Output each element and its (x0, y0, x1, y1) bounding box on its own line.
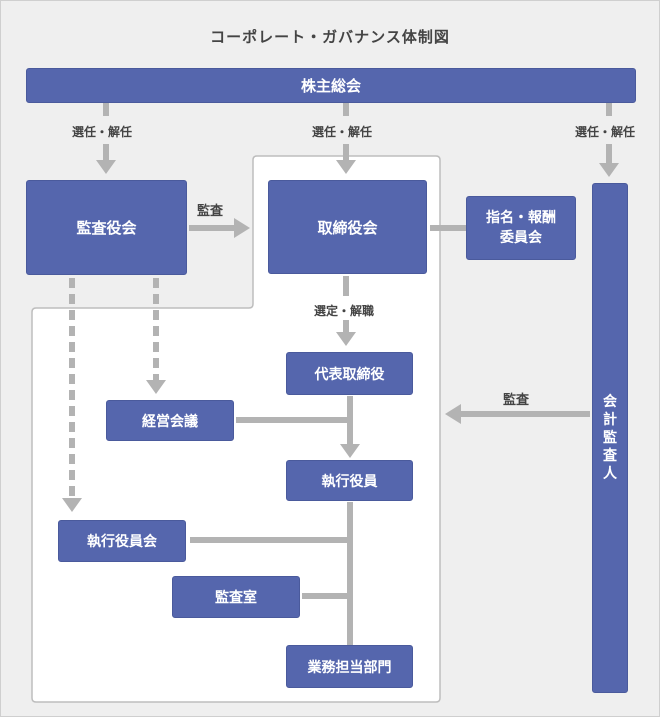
node-nomination-committee: 指名・報酬 委員会 (466, 196, 576, 260)
node-business-departments: 業務担当部門 (286, 645, 413, 688)
node-management-meeting: 経営会議 (106, 400, 234, 441)
label-audit-board: 監査 (197, 204, 224, 219)
node-executive-officers: 執行役員 (286, 460, 413, 501)
label-appoint-dismiss: 選定・解職 (314, 304, 375, 318)
node-board-directors: 取締役会 (268, 180, 427, 274)
node-accounting-auditor: 会 計 監 査 人 (592, 183, 628, 693)
node-representative-director: 代表取締役 (286, 352, 413, 395)
node-exec-officers-meeting: 執行役員会 (58, 520, 186, 562)
node-auditors-board: 監査役会 (26, 180, 187, 275)
node-shareholders: 株主総会 (26, 68, 636, 103)
label-elect-dismiss-left: 選任・解任 (72, 125, 133, 139)
company-boundary (31, 155, 441, 703)
node-audit-office: 監査室 (172, 576, 300, 618)
label-audit-company: 監査 (503, 393, 530, 408)
diagram-title: コーポレート・ガバナンス体制図 (210, 28, 450, 46)
label-elect-dismiss-right: 選任・解任 (575, 125, 636, 139)
label-elect-dismiss-center: 選任・解任 (312, 125, 373, 139)
